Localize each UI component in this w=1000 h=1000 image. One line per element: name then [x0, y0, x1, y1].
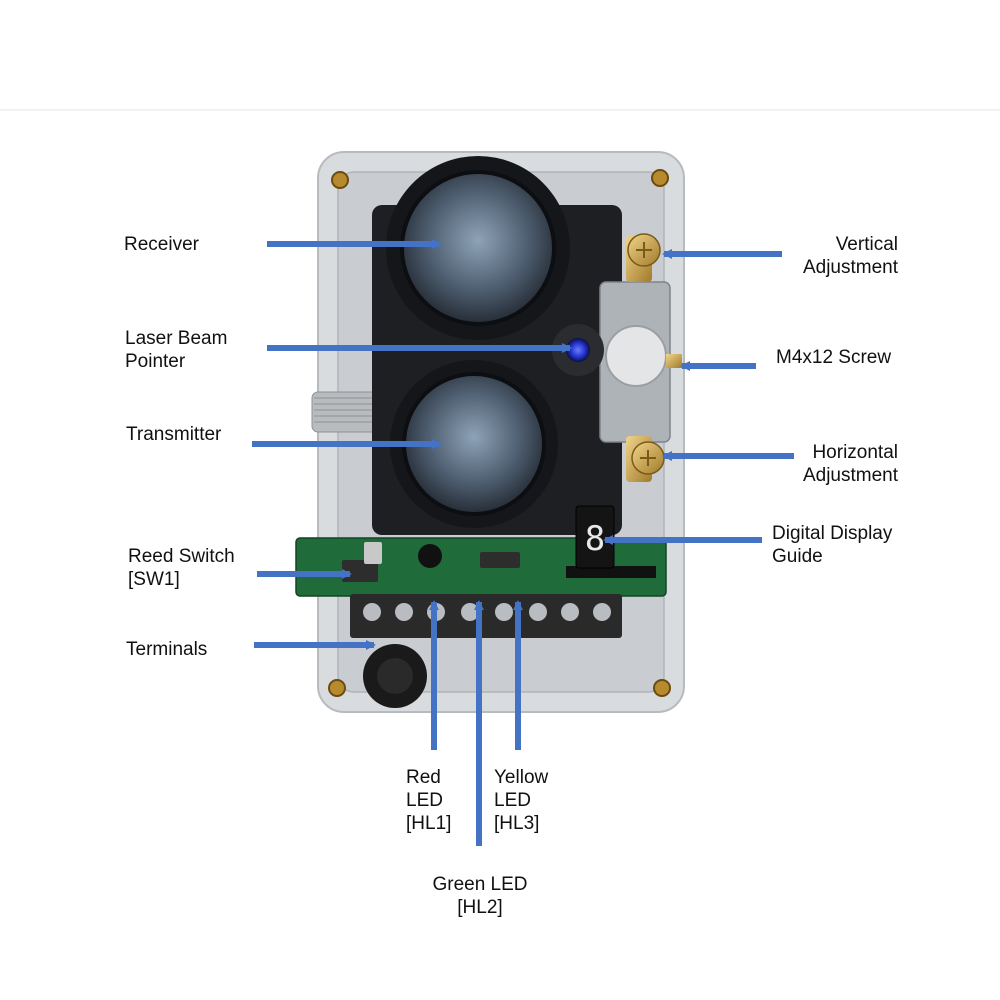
terminal-block — [350, 594, 622, 638]
label-vertical-adjustment: Vertical Adjustment — [802, 234, 898, 278]
m4x12-screw-part — [666, 354, 682, 368]
laser-pointer — [552, 324, 604, 376]
label-reed-switch: Reed Switch [SW1] — [128, 546, 235, 590]
label-transmitter: Transmitter — [126, 424, 222, 445]
label-green-led: Green LED [HL2] — [432, 874, 528, 918]
label-digital-display-guide: Digital Display Guide — [772, 523, 893, 567]
corner-screws — [328, 169, 671, 697]
svg-text:8: 8 — [585, 519, 605, 559]
label-red-led: Red LED [HL1] — [406, 767, 452, 834]
adjust-wheel — [605, 325, 667, 387]
callout-arrows — [252, 239, 794, 846]
label-horizontal-adjustment: Horizontal Adjustment — [802, 442, 898, 486]
label-receiver: Receiver — [124, 234, 199, 255]
cable-gland — [363, 644, 427, 708]
horizontal-adjust-screw — [626, 436, 665, 482]
label-m4x12-screw: M4x12 Screw — [776, 347, 892, 368]
transmitter-lens — [390, 360, 558, 528]
label-laser-beam-pointer: Laser Beam Pointer — [125, 328, 228, 372]
label-terminals: Terminals — [126, 639, 208, 660]
vertical-adjust-screw — [626, 233, 661, 282]
label-yellow-led: Yellow LED [HL3] — [494, 767, 549, 834]
digital-display: 8 — [575, 505, 615, 569]
receiver-lens — [386, 156, 570, 340]
